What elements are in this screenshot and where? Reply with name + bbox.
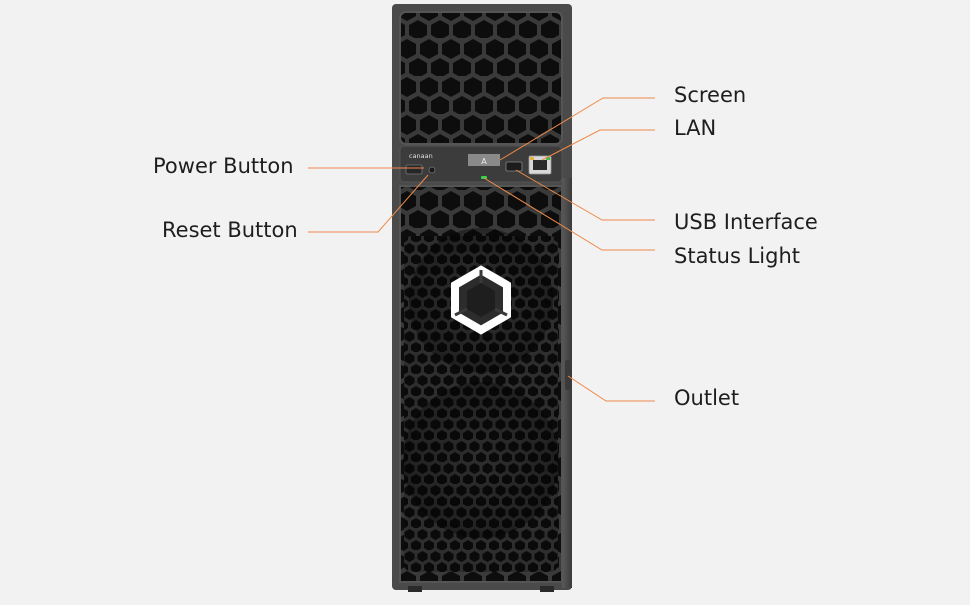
screen-display xyxy=(468,154,500,166)
screen-display-text: A xyxy=(481,157,487,166)
lan-label: LAN xyxy=(674,116,717,140)
canaan-logo-icon xyxy=(451,265,511,335)
power-button-label: Power Button xyxy=(153,154,294,178)
lan-callout-line xyxy=(541,129,655,161)
reset-button[interactable] xyxy=(428,166,436,174)
io-panel: A canaan xyxy=(399,145,563,183)
screen-callout-line xyxy=(499,97,655,161)
usb-interface-callout-line xyxy=(515,169,655,221)
outlet-port xyxy=(565,360,571,390)
front-grille xyxy=(399,185,563,583)
reset-button-callout-line xyxy=(308,174,429,233)
outlet-label: Outlet xyxy=(674,386,740,410)
status-light-label: Status Light xyxy=(674,244,800,268)
outlet-callout-line xyxy=(567,375,655,402)
screen-label: Screen xyxy=(674,83,747,107)
fan-shadow-bottom xyxy=(403,382,559,538)
usb-port[interactable] xyxy=(505,161,523,172)
status-light xyxy=(481,176,487,179)
status-light-callout-line xyxy=(483,177,655,251)
callout-lines xyxy=(308,97,655,402)
reset-button-label: Reset Button xyxy=(162,218,298,242)
brand-logo-text: canaan xyxy=(409,152,433,160)
usb-interface-label: USB Interface xyxy=(674,210,818,234)
top-grille xyxy=(399,11,563,145)
power-button[interactable] xyxy=(405,164,423,175)
